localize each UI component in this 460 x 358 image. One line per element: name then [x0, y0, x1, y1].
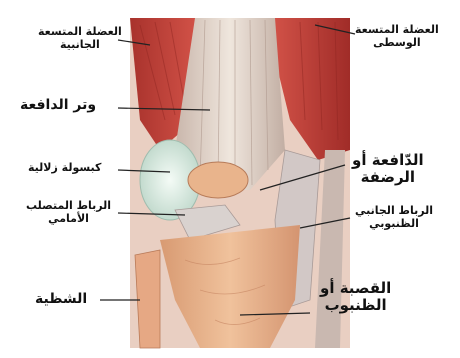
label-line: الوسطى [355, 37, 439, 50]
label-line: الدّافعة أو [352, 152, 424, 169]
label-line: كبسولة زلالية [28, 162, 101, 175]
label-line: الظنبوب [320, 297, 391, 314]
label-anterior-ligament: الرباط المتصلب الأمامي [26, 200, 111, 225]
patella [188, 162, 248, 198]
label-line: العضلة المتسعة [355, 24, 439, 37]
label-line: الرباط المتصلب [26, 200, 111, 213]
label-line: الشظية [35, 291, 87, 307]
label-line: القصبة أو [320, 280, 391, 297]
label-patella: الدّافعة أو الرضفة [352, 152, 424, 187]
label-line: الأمامي [26, 213, 111, 226]
label-vastus-lateralis: العضلة المتسعة الجانبية [38, 26, 122, 51]
label-tibia: القصبة أو الظنبوب [320, 280, 391, 315]
label-synovial-capsule: كبسولة زلالية [28, 162, 101, 175]
label-line: العضلة المتسعة [38, 26, 122, 39]
label-quadriceps-tendon: وتر الدافعة [20, 97, 96, 113]
label-line: الجانبية [38, 39, 122, 52]
label-line: وتر الدافعة [20, 97, 96, 113]
label-vastus-medialis: العضلة المتسعة الوسطى [355, 24, 439, 49]
label-line: الظنبوبي [355, 218, 433, 231]
label-medial-collateral-ligament: الرباط الجانبي الظنبوبي [355, 205, 433, 230]
label-line: الرضفة [352, 169, 424, 186]
label-fibula: الشظية [35, 291, 87, 307]
label-line: الرباط الجانبي [355, 205, 433, 218]
